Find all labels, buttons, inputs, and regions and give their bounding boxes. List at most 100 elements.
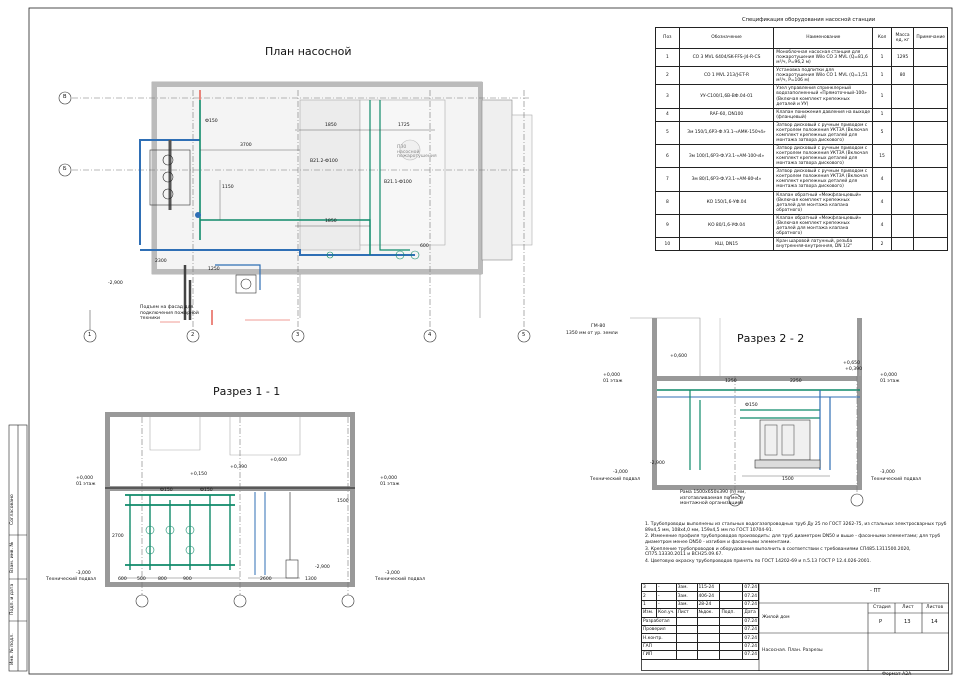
side-label: Инв. № подл. [10,633,15,665]
level-label: 01 этаж [603,379,623,384]
rev-cell: - [655,582,677,593]
dim-label: 1725 [398,123,410,128]
spec-cell [913,167,948,192]
spec-cell [890,190,915,215]
spec-cell: 7 [655,167,680,192]
spec-cell: 6 [655,143,680,169]
sheets-count: 14 [931,619,938,625]
sheet-title: Насосная. План. Разрезы [762,648,823,653]
spec-cell: Зм 80/1,6РЗ-Ф.У3.1-«АМ-80ч4» [678,167,775,192]
spec-cell [890,143,915,169]
sheet-format: Формат А2А [882,672,912,677]
spec-title: Спецификация оборудования насосной станц… [742,17,876,23]
role-date: 07.24 [742,633,759,643]
spec-cell: 2 [872,236,892,252]
document-code: - ПТ [870,588,881,594]
rev-header: №док. [696,608,721,618]
spec-cell: Затвор дисковый с ручным приводом с конт… [773,143,874,169]
level-label: 01 этаж [380,482,400,487]
role-label: Н.контр. [641,633,677,643]
level-label: +0,000 [380,476,398,481]
level-label: -3,000 [880,470,895,475]
rev-cell: 406-24 [696,591,721,601]
dim-label: 1500 [782,477,794,482]
rev-cell: 28-24 [696,599,721,610]
spec-cell [890,236,915,252]
sheet-frame [28,7,953,675]
spec-cell: 80 [890,66,915,86]
spec-cell: 1 [872,84,892,109]
spec-cell [890,120,915,146]
spec-cell: 4 [872,167,892,192]
spec-header-row: Поз Обозначение Наименование Кол Масса е… [655,27,948,49]
axis-label: 4 [428,332,432,338]
spec-cell: 1 [872,47,892,68]
dim-label: 2600 [260,577,272,582]
role-date: 07.24 [742,650,759,660]
level-label: -3,000 [76,571,91,576]
role-date: 07.24 [742,641,759,652]
rev-cell [719,599,744,610]
note-item: 4. Цветовую окраску трубопроводов принят… [645,558,871,564]
dim-label: 2300 [155,259,167,264]
rev-cell: Зам. [675,599,698,610]
general-notes: 1. Трубопроводы выполнены из стальных во… [645,522,950,565]
axis-label: 1 [88,332,92,338]
spec-cell: Клапан обратный «Межфланцевый» (Включая … [773,190,874,215]
table-row: ГАП 07.24 [641,641,759,652]
spec-header: Примечание [913,27,948,49]
rev-cell: 07.24 [742,599,759,610]
pump-room-plan [58,81,533,343]
level-label: -3,000 [613,470,628,475]
role-label: Разработал [641,616,677,626]
rev-header: Подп. [719,608,744,618]
dim-label: 1250 [725,379,737,384]
role-label: ГИП [641,650,677,660]
spec-cell: КО 150/1,6-УФ.04 [678,190,775,215]
dim-label: 1150 [222,185,234,190]
side-stamp: Согласовано Взам. инв. № Подп. и дата Ин… [9,425,27,671]
spec-cell: Клапан понижения давления на выходе (фла… [773,107,874,122]
level-label: +0,000 [603,373,621,378]
dim-label: 1850 [325,219,337,224]
spec-cell [913,66,948,86]
table-row: Н.контр. 07.24 [641,633,759,643]
spec-cell: 5 [655,120,680,146]
axis-label: 5 [522,332,526,338]
rev-cell: 3 [641,582,657,593]
level-label: 01 этаж [76,482,96,487]
dim-label: 1850 [325,123,337,128]
dim-label: Ф150 [205,119,218,124]
object-name: Жилой дом [762,615,790,620]
spec-cell: 1 [872,107,892,122]
rev-cell: Зам. [675,582,698,593]
axis-label: 2 [191,332,195,338]
dim-label: 1500 [337,499,349,504]
gm-label: ГМ-80 [591,324,606,329]
spec-cell: Зм 100/1,6РЗ-Ф.У3.1-«АМ-100ч4» [678,143,775,169]
level-label: +0,000 [76,476,94,481]
role-label: ГАП [641,641,677,652]
spec-cell [890,107,915,122]
spec-cell: RAF-60, DN100 [678,107,775,122]
spec-cell [913,143,948,169]
dim-label: 800 [158,577,167,582]
spec-cell [913,47,948,68]
level-label: Технический подвал [590,477,641,482]
stage-value: Р [879,619,883,625]
role-label: Проверил [641,624,677,635]
rev-header: Кол.уч. [655,608,677,618]
level-label: +0,600 [270,458,288,463]
pipe-label: Ф150 [160,488,173,493]
